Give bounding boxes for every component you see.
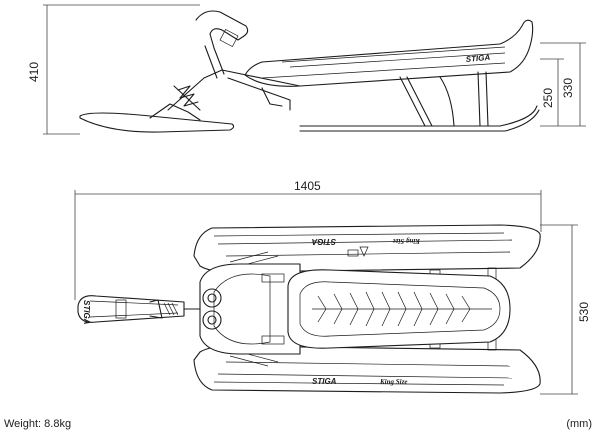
dim-label-410: 410: [27, 62, 41, 82]
dimension-seat-height: 330: [540, 42, 586, 127]
lower-runner-brand-logo: STIGA: [312, 377, 337, 386]
lower-runner-model-label: King Size: [379, 378, 407, 386]
weight-label: Weight: 8.8kg: [4, 418, 72, 430]
dim-label-1405: 1405: [294, 179, 321, 193]
top-view: STIGA STIGA King Size STIGA King Size: [77, 224, 541, 394]
dimension-runner-height: 250: [540, 58, 564, 126]
side-view: STIGA: [79, 10, 540, 133]
upper-runner-brand-logo: STIGA: [311, 237, 336, 246]
dim-label-250: 250: [541, 88, 555, 108]
dim-label-530: 530: [577, 302, 591, 322]
ski-brand-logo: STIGA: [82, 300, 91, 325]
unit-label: (mm): [566, 418, 592, 430]
upper-runner-model-label: King Size: [393, 237, 421, 245]
side-brand-logo: STIGA: [465, 53, 490, 64]
dimension-total-height: 410: [27, 4, 200, 135]
dimension-width: 530: [540, 224, 591, 395]
dim-label-330: 330: [561, 78, 575, 98]
